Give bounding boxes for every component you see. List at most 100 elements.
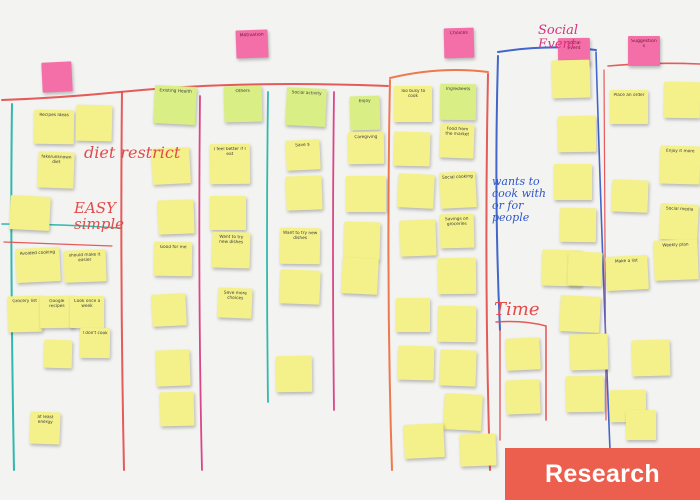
sticky-note xyxy=(157,199,195,235)
sticky-note: fake/unknown diet xyxy=(37,151,75,189)
marker-line xyxy=(120,91,125,471)
sticky-note-text: Food from the market xyxy=(445,126,470,138)
sticky-note-text: should make it easier xyxy=(68,252,101,264)
sticky-note: I don't cook xyxy=(79,327,111,359)
sticky-note-text: Weekly plan xyxy=(662,242,689,249)
sticky-note: Food from the market xyxy=(439,123,475,159)
sticky-note xyxy=(437,305,477,343)
sticky-note-text: Avoided cooking xyxy=(19,250,56,257)
sticky-note xyxy=(43,339,73,369)
sticky-note xyxy=(210,196,246,230)
sticky-note xyxy=(631,339,671,377)
sticky-note-text: I don't cook xyxy=(82,330,108,337)
sticky-note xyxy=(559,295,601,333)
sticky-note: I feel better if I eat xyxy=(209,143,251,185)
sticky-note: Existing Health xyxy=(153,84,197,126)
sticky-note: Social cooking xyxy=(439,171,477,209)
sticky-note: Cook once a week xyxy=(70,296,104,328)
sticky-note xyxy=(505,379,541,415)
sticky-note xyxy=(397,173,435,209)
sticky-note-text: Place an order xyxy=(613,93,645,98)
marker-line xyxy=(495,55,501,331)
sticky-note: Too busy to cook xyxy=(394,86,432,122)
handwritten-diet-restrict: diet restrict xyxy=(84,143,181,162)
sticky-note xyxy=(443,393,483,431)
sticky-note xyxy=(559,207,597,243)
sticky-note xyxy=(567,251,603,287)
sticky-note xyxy=(275,355,313,393)
sticky-note xyxy=(565,375,605,413)
sticky-note xyxy=(505,337,541,371)
sticky-note xyxy=(75,104,113,142)
sticky-note-text: Recipes Ideas xyxy=(39,112,69,119)
sticky-note-text: Want to try new dishes xyxy=(219,234,244,246)
sticky-note-text: Choices xyxy=(449,30,468,37)
sticky-note: Save $ xyxy=(285,139,321,171)
sticky-note-text: Cook once a week xyxy=(73,299,101,310)
sticky-note-text: Too busy to cook xyxy=(400,89,426,100)
sticky-note-text: Save more choices xyxy=(223,290,247,302)
marker-line xyxy=(332,91,335,411)
sticky-note xyxy=(346,176,386,212)
sticky-note xyxy=(551,59,591,99)
sticky-note: at least energy xyxy=(29,411,61,445)
sticky-note xyxy=(285,175,323,211)
sticky-note: Savings on groceries xyxy=(439,213,475,249)
sticky-note xyxy=(554,164,592,200)
marker-line xyxy=(1,83,389,101)
sticky-note: Social activity xyxy=(285,87,327,127)
sticky-note xyxy=(403,423,445,459)
sticky-note-text: Savings on groceries xyxy=(444,216,469,228)
marker-line xyxy=(10,103,15,471)
marker-line xyxy=(595,51,611,451)
marker-line xyxy=(485,73,491,471)
sticky-note-text: Existing Health xyxy=(159,88,193,95)
sticky-note-text: Want to try new dishes xyxy=(282,230,318,242)
sticky-note-text: Enjoy it more xyxy=(665,148,695,155)
research-banner: Research xyxy=(505,448,700,500)
sticky-note: Make a list xyxy=(605,254,649,292)
sticky-note: Place an order xyxy=(610,90,648,124)
sticky-note: Weekly plan xyxy=(653,239,699,281)
sticky-note-text: Enjoy xyxy=(358,98,371,105)
marker-line xyxy=(198,95,203,471)
handwritten-time: Time xyxy=(494,299,540,320)
sticky-note-text: Grocery list xyxy=(12,298,38,305)
sticky-note-text: Caregiving xyxy=(354,134,378,141)
sticky-note: Good for me xyxy=(153,241,193,277)
sticky-note: Caregiving xyxy=(347,131,385,165)
sticky-note-text: Make a list xyxy=(614,258,639,265)
sticky-note-text: Suggestions xyxy=(631,39,657,50)
sticky-note-text: Good for me xyxy=(159,244,187,251)
sticky-note: Want to try new dishes xyxy=(279,227,321,265)
sticky-note xyxy=(159,391,195,427)
category-sticky-note: Motivation xyxy=(235,29,269,59)
sticky-note: Recipes Ideas xyxy=(33,109,75,145)
sticky-note-text: Save $ xyxy=(295,142,310,149)
sticky-note xyxy=(399,219,437,257)
sticky-note xyxy=(393,131,431,167)
sticky-note: Save more choices xyxy=(217,287,253,319)
sticky-note xyxy=(626,410,656,440)
sticky-note xyxy=(151,293,187,327)
sticky-note xyxy=(343,221,381,261)
handwritten-easy-simple: EASY simple xyxy=(74,199,124,233)
sticky-note-text: Motivation xyxy=(239,32,264,39)
sticky-note xyxy=(437,257,477,295)
sticky-note: Avoided cooking xyxy=(15,246,61,284)
sticky-note-text: at least energy xyxy=(37,414,54,426)
sticky-note-text: fake/unknown diet xyxy=(41,154,72,166)
sticky-note: Enjoy it more xyxy=(659,145,700,185)
sticky-note: Others xyxy=(223,85,263,123)
sticky-note: Want to try new dishes xyxy=(211,231,251,269)
marker-line xyxy=(495,320,547,421)
category-sticky-note: Suggestions xyxy=(628,36,660,66)
marker-line xyxy=(3,241,113,247)
sticky-note xyxy=(397,345,435,381)
sticky-note xyxy=(155,349,191,387)
handwritten-social-event: Social Event xyxy=(538,23,579,52)
banner-label: Research xyxy=(545,459,660,488)
sticky-note xyxy=(663,81,700,119)
sticky-note-text: Social media xyxy=(665,206,694,213)
